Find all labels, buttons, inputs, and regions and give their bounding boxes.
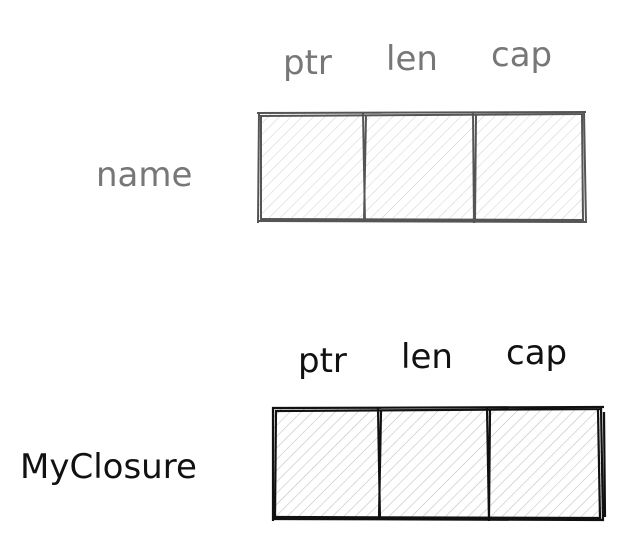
cell-len [379,409,488,519]
field-header-ptr: ptr [283,43,332,83]
struct-box-myclosure [271,405,607,522]
field-header-ptr: ptr [298,341,347,381]
cell-cap [474,114,584,221]
cell-cap [488,409,602,519]
cell-ptr [274,409,379,519]
row-name: name ptr len cap [96,35,587,224]
cell-ptr [259,114,365,221]
cell-len [365,114,474,221]
row-label-myclosure: MyClosure [20,447,197,487]
field-header-cap: cap [506,333,567,373]
field-header-len: len [401,337,453,377]
field-header-cap: cap [491,35,552,75]
struct-box-name [256,111,587,224]
row-myclosure: MyClosure ptr len cap [20,333,607,522]
field-header-len: len [386,39,438,79]
row-label-name: name [96,155,192,195]
